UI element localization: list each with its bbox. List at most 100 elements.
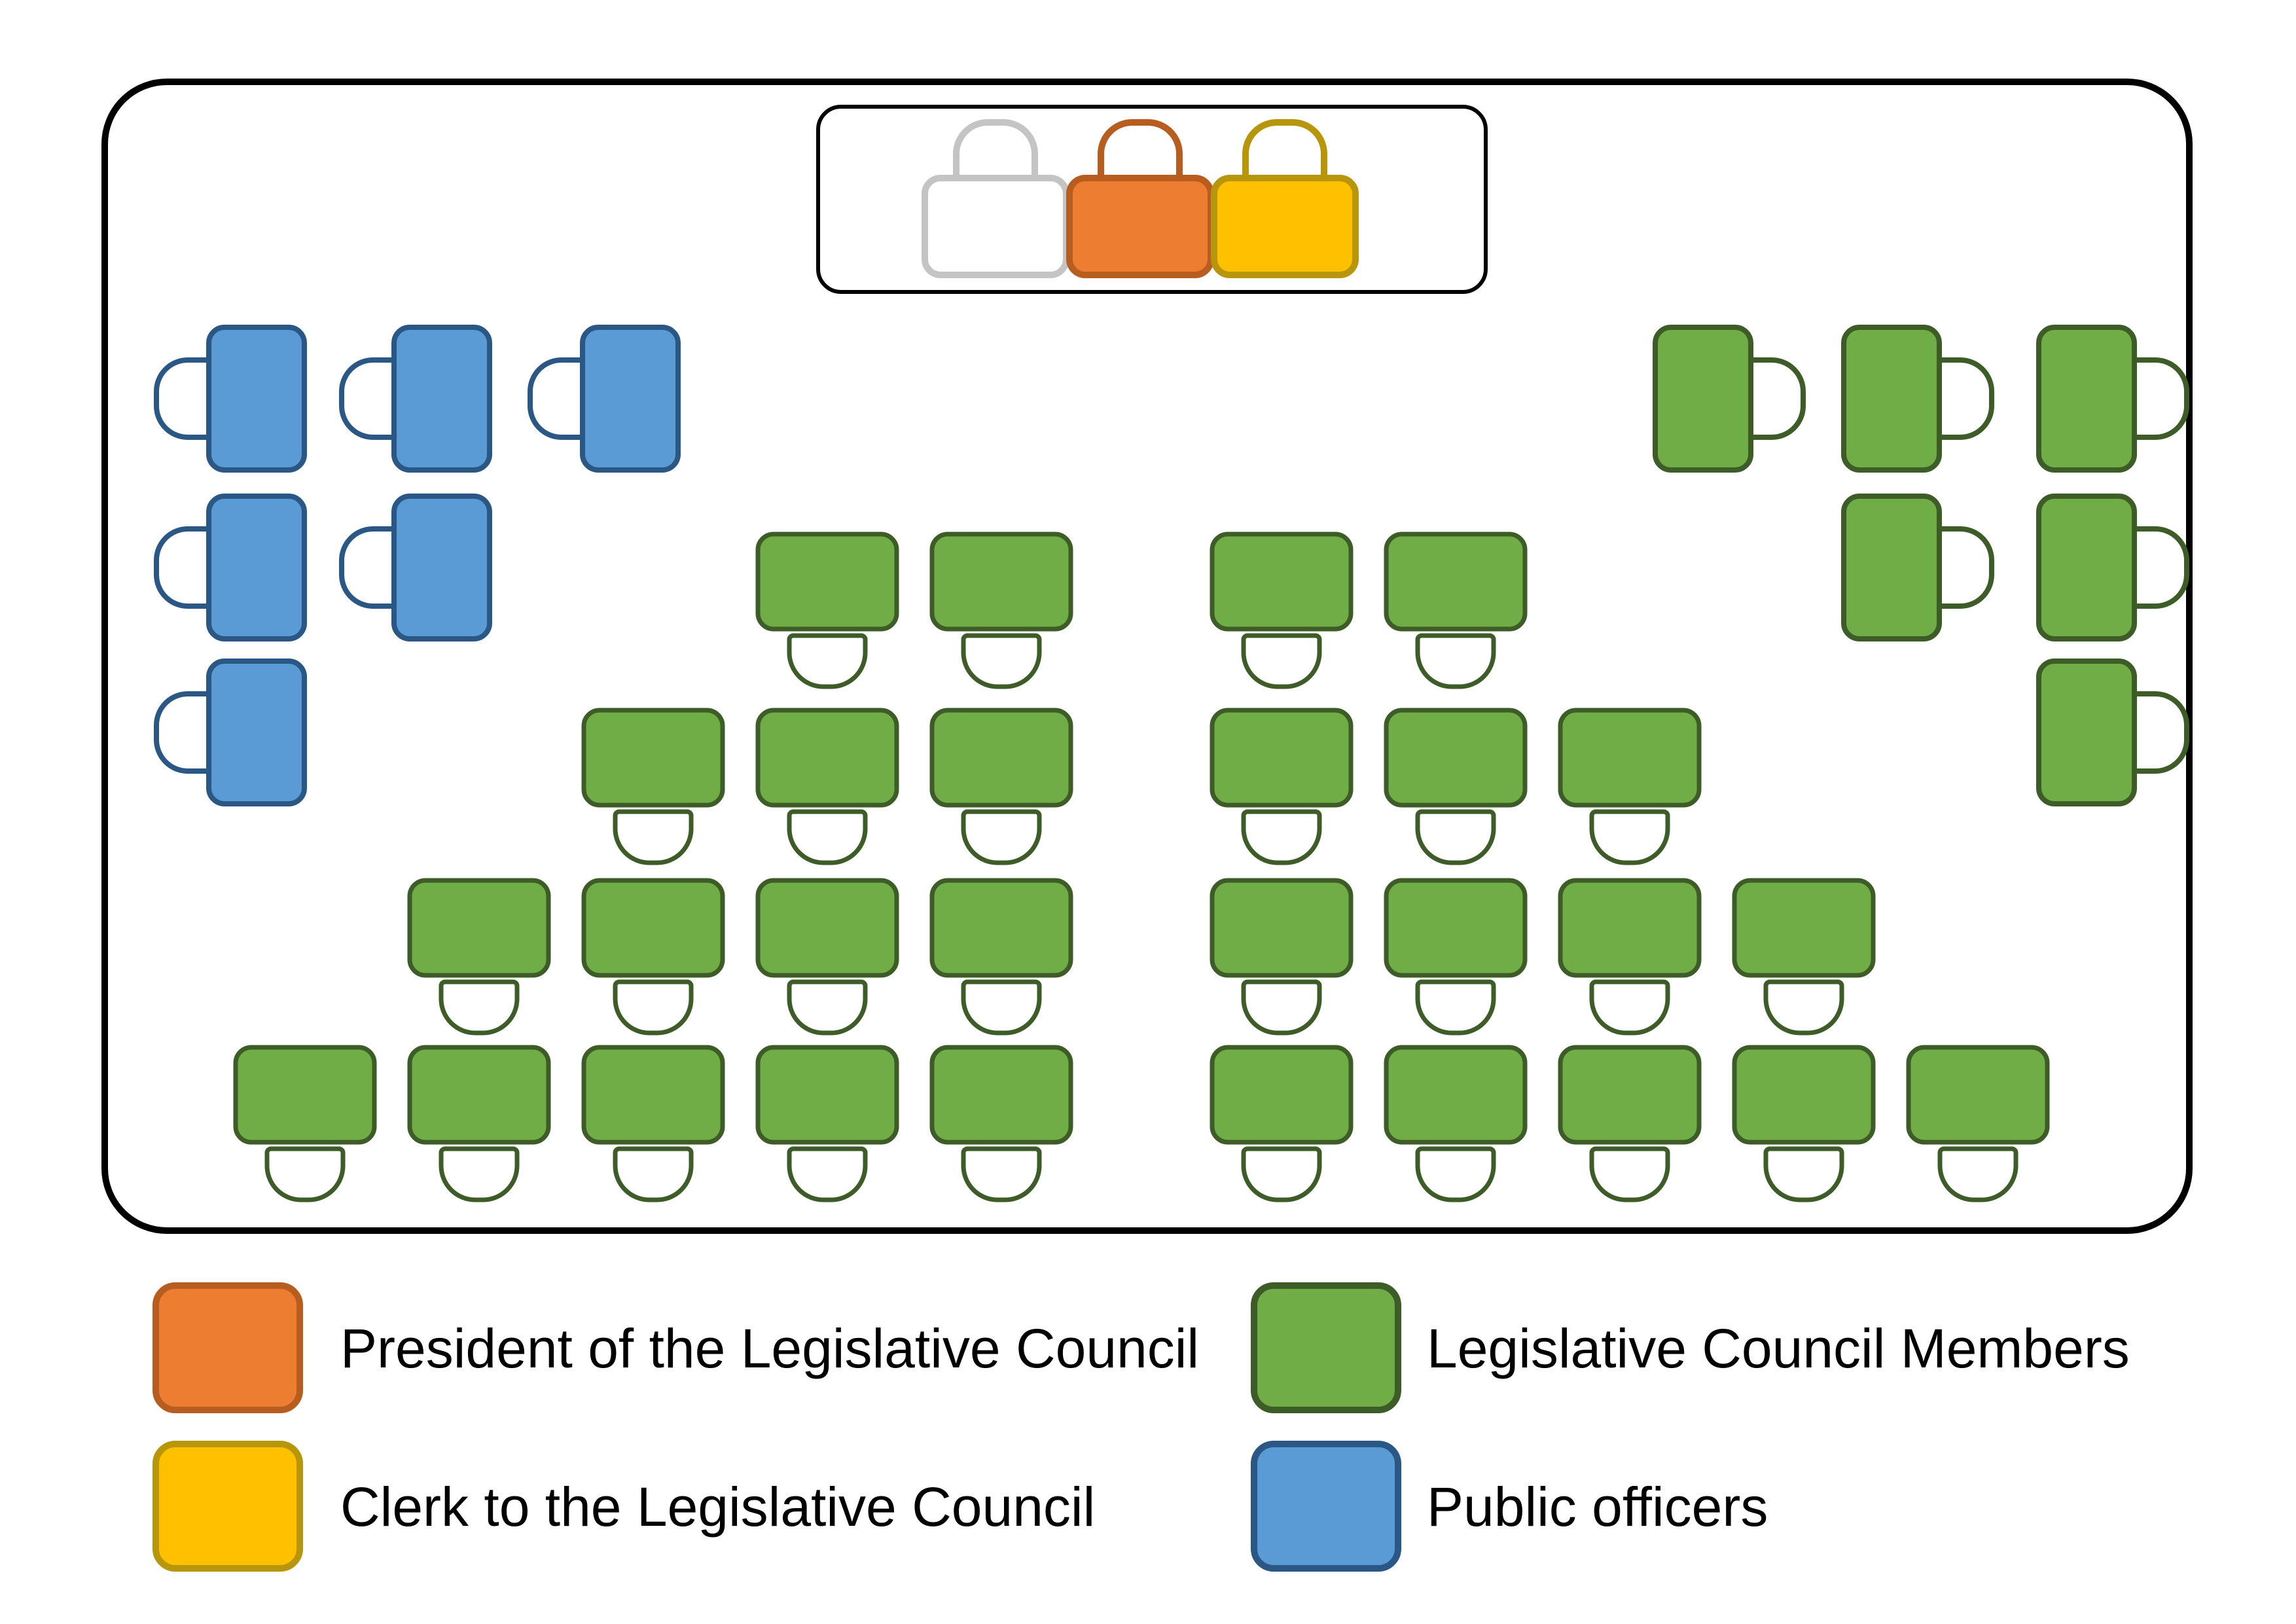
chair-backrest <box>1241 809 1322 865</box>
chair-backrest <box>1415 633 1496 689</box>
legend-item-blue: Public officers <box>1251 1441 1768 1572</box>
chair-backrest <box>787 979 868 1036</box>
chair-members-centre-right-block-12 <box>1558 1045 1702 1202</box>
chair-seat-green <box>2036 325 2137 473</box>
legend-swatch-orange <box>152 1282 303 1413</box>
chair-seat-green <box>1653 325 1753 473</box>
seat-group-members-right-wing <box>1653 325 2189 806</box>
chair-seat-blue <box>391 494 492 641</box>
chair-members-centre-right-block-1 <box>1210 532 1354 689</box>
chair-seat-green <box>929 1045 1073 1145</box>
chair-seat-blue <box>206 659 307 806</box>
legend-label-yellow: Clerk to the Legislative Council <box>340 1476 1095 1538</box>
chair-members-centre-left-block-4 <box>755 708 899 865</box>
chair-backrest <box>2122 357 2189 440</box>
seat-group-public-officers <box>154 325 681 806</box>
chair-seat-green <box>755 532 899 632</box>
chair-backrest <box>961 979 1042 1036</box>
chair-backrest <box>1927 526 1994 609</box>
chair-backrest <box>339 357 406 440</box>
legend-swatch-green <box>1251 1282 1401 1413</box>
chair-backrest <box>154 691 221 774</box>
chair-backrest <box>528 357 595 440</box>
chair-backrest <box>613 979 694 1036</box>
chair-seat-green <box>755 1045 899 1145</box>
chair-backrest <box>154 526 221 609</box>
chair-members-centre-right-block-5 <box>1558 708 1702 865</box>
chair-seat-green <box>1841 325 1942 473</box>
chair-seat-blue <box>206 494 307 641</box>
chair-backrest <box>1589 979 1670 1036</box>
chair-backrest <box>1241 633 1322 689</box>
chair-seat-green <box>2036 494 2137 641</box>
chair-seat-blue <box>391 325 492 473</box>
chair-backrest <box>264 1146 346 1202</box>
chair-members-centre-left-block-11 <box>407 1045 551 1202</box>
chair-seat-green <box>581 1045 725 1145</box>
chair-seat-green <box>1384 1045 1528 1145</box>
chair-backrest <box>1415 979 1496 1036</box>
chair-seat-blue <box>580 325 681 473</box>
chair-members-centre-right-block-14 <box>1906 1045 2050 1202</box>
chair-public-officers-2 <box>339 325 492 473</box>
legend-label-blue: Public officers <box>1427 1476 1768 1538</box>
chair-members-centre-left-block-6 <box>407 878 551 1036</box>
chair-seat-gray <box>922 175 1069 278</box>
chair-backrest <box>1763 979 1844 1036</box>
chair-backrest <box>1589 809 1670 865</box>
chair-backrest <box>1937 1146 2018 1202</box>
chair-members-centre-left-block-12 <box>581 1045 725 1202</box>
chair-seat-green <box>1210 532 1354 632</box>
chair-members-centre-right-block-2 <box>1384 532 1528 689</box>
chair-backrest <box>1589 1146 1670 1202</box>
chair-seat-green <box>1732 878 1876 978</box>
chair-backrest <box>154 357 221 440</box>
chair-backrest <box>961 1146 1042 1202</box>
chair-seat-green <box>407 1045 551 1145</box>
chair-backrest <box>787 809 868 865</box>
legend: President of the Legislative CouncilCler… <box>152 1282 2130 1572</box>
legend-item-green: Legislative Council Members <box>1251 1282 2130 1413</box>
chair-backrest <box>2122 691 2189 774</box>
legend-item-orange: President of the Legislative Council <box>152 1282 1199 1413</box>
chair-public-officers-1 <box>154 325 307 473</box>
chair-members-centre-left-block-7 <box>581 878 725 1036</box>
chair-members-right-wing-2 <box>1841 325 1994 473</box>
chair-vacant-dais-seat-1 <box>922 119 1069 278</box>
chair-seat-green <box>233 1045 377 1145</box>
chair-backrest <box>1415 1146 1496 1202</box>
chair-members-centre-left-block-2 <box>929 532 1073 689</box>
chair-members-centre-left-block-14 <box>929 1045 1073 1202</box>
chair-clerk-to-the-legislative-council-3 <box>1211 119 1359 278</box>
chair-backrest <box>339 526 406 609</box>
chair-members-centre-right-block-3 <box>1210 708 1354 865</box>
chair-seat-green <box>2036 659 2137 806</box>
chair-backrest <box>961 633 1042 689</box>
chair-backrest <box>2122 526 2189 609</box>
chair-seat-green <box>1384 532 1528 632</box>
chair-members-centre-left-block-10 <box>233 1045 377 1202</box>
seat-group-members-centre-left-block <box>233 532 1073 1202</box>
chair-seat-green <box>1841 494 1942 641</box>
chair-public-officers-6 <box>154 659 307 806</box>
chair-seat-yellow <box>1211 175 1359 278</box>
chair-seat-green <box>581 878 725 978</box>
chair-members-centre-left-block-3 <box>581 708 725 865</box>
chair-seat-green <box>929 878 1073 978</box>
legend-swatch-blue <box>1251 1441 1401 1572</box>
chair-members-centre-right-block-4 <box>1384 708 1528 865</box>
chair-members-centre-left-block-5 <box>929 708 1073 865</box>
chair-members-centre-right-block-8 <box>1558 878 1702 1036</box>
legend-label-orange: President of the Legislative Council <box>340 1318 1199 1379</box>
chair-seat-green <box>1906 1045 2050 1145</box>
chair-members-right-wing-5 <box>2036 494 2189 641</box>
chair-seat-green <box>581 708 725 808</box>
chair-seat-green <box>929 532 1073 632</box>
chair-members-right-wing-1 <box>1653 325 1806 473</box>
chair-backrest <box>1738 357 1806 440</box>
seat-group-presidium <box>922 119 1359 278</box>
chair-seat-green <box>407 878 551 978</box>
chair-public-officers-3 <box>528 325 681 473</box>
